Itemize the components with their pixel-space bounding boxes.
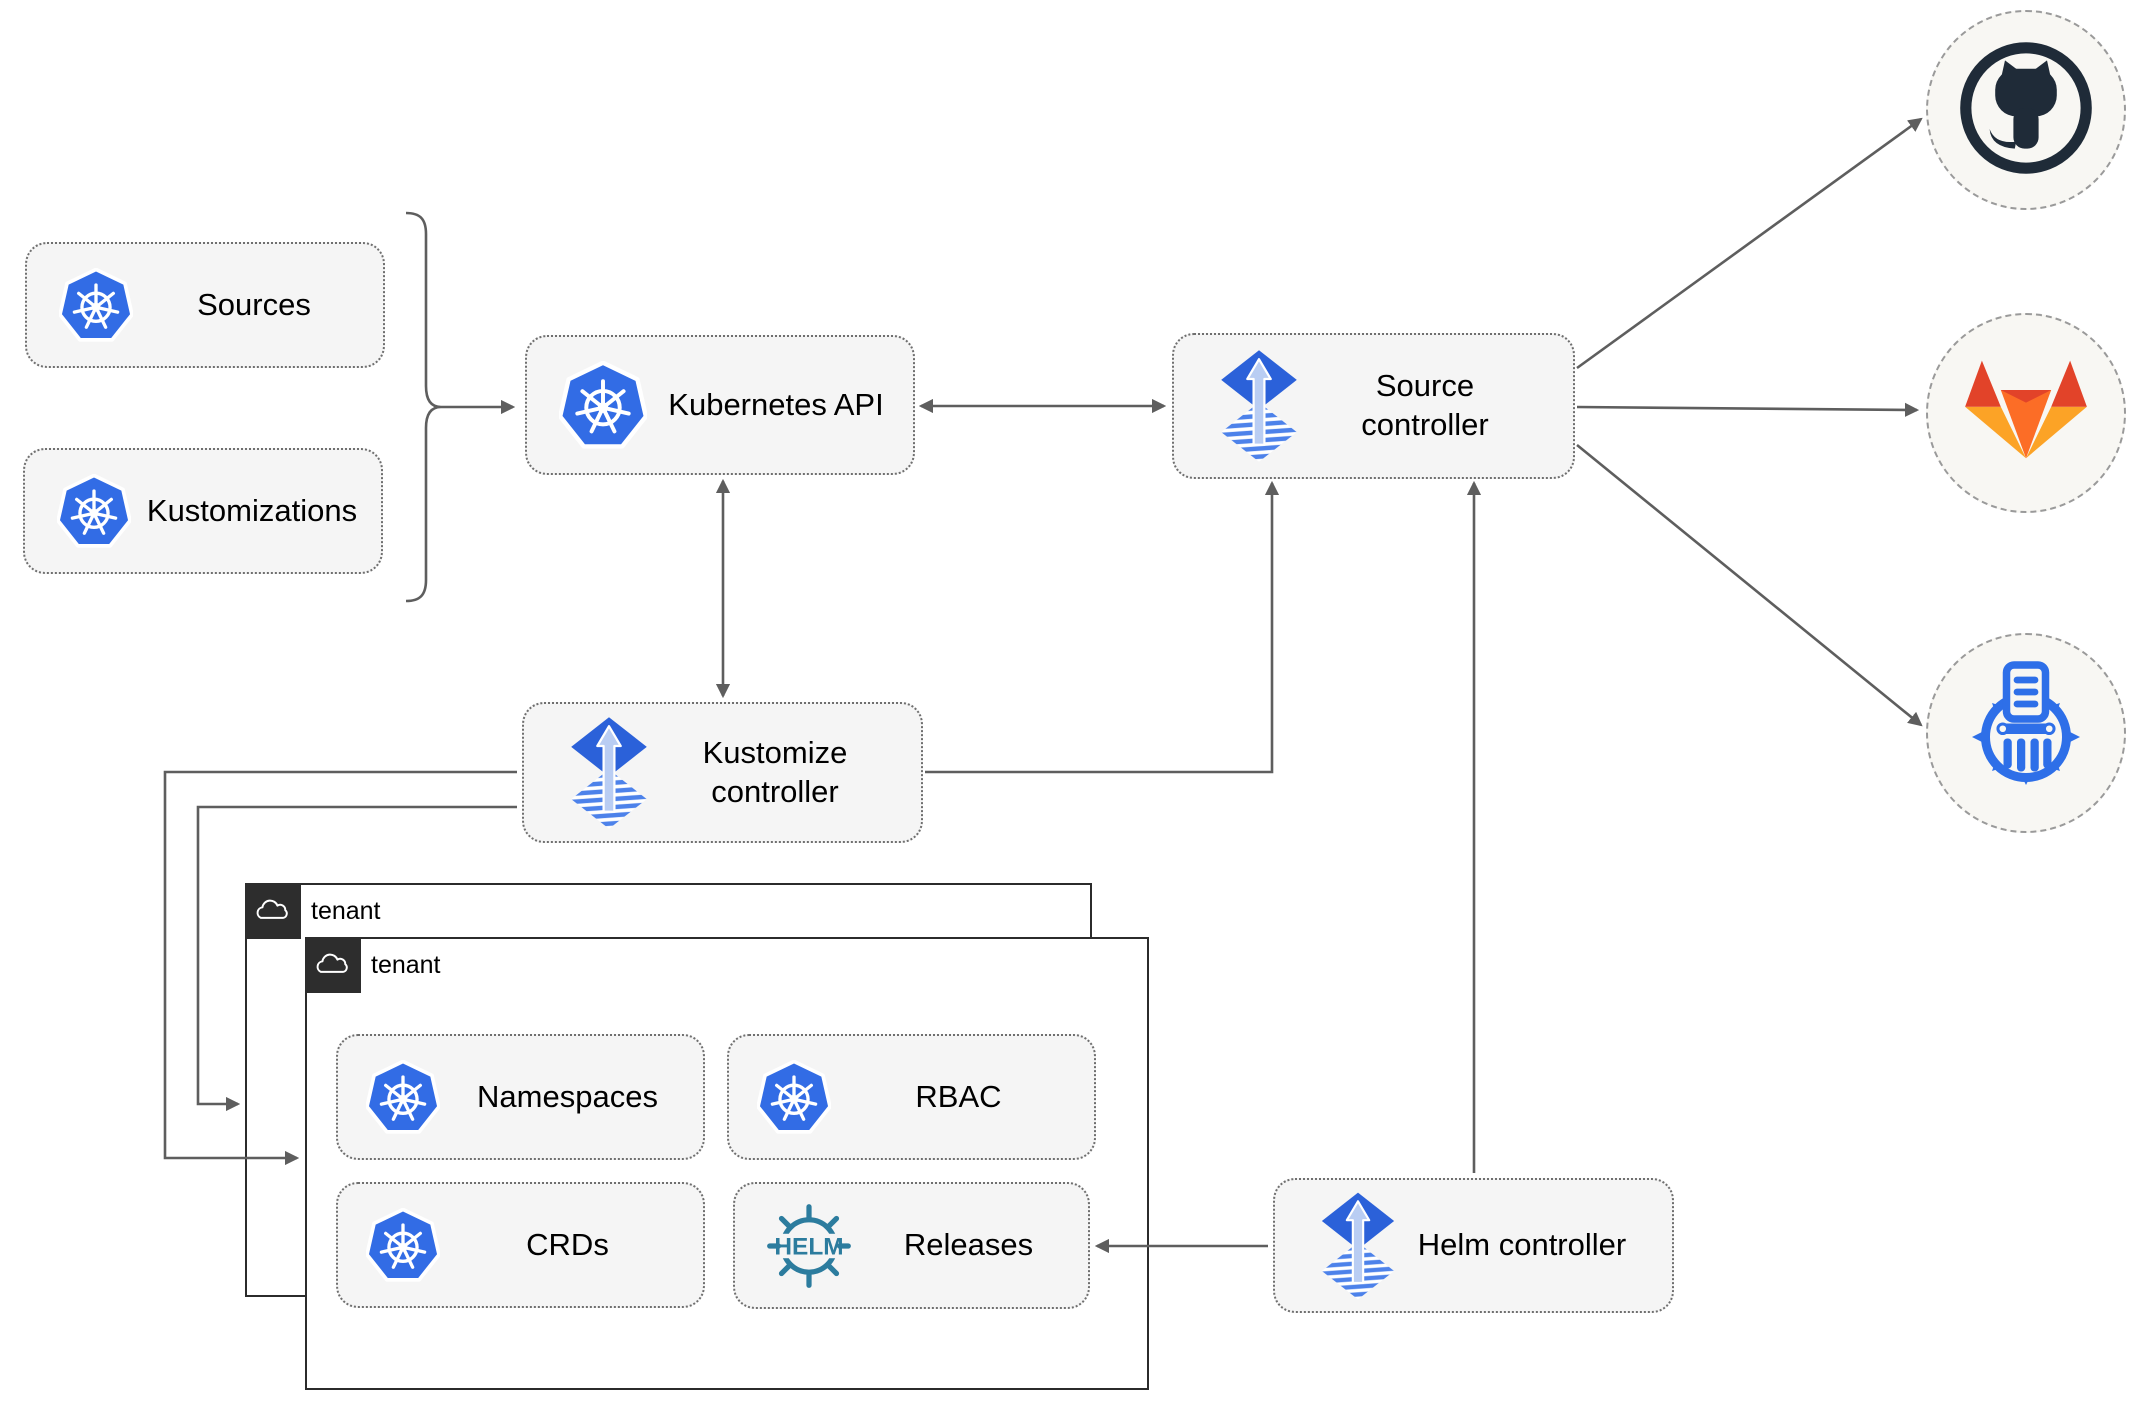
edge-sourcectrl-github	[1576, 117, 1923, 370]
tenant-inner-tab	[305, 937, 361, 993]
kubernetes-icon	[59, 268, 133, 342]
chartmuseum-icon	[1951, 656, 2101, 811]
sources-label: Sources	[197, 286, 311, 322]
tenant-outer-tab	[245, 883, 301, 939]
source-controller-label: Source controller	[1361, 368, 1489, 442]
cloud-icon	[313, 946, 353, 985]
releases-label: Releases	[903, 1227, 1034, 1263]
gitlab-icon	[1963, 358, 2089, 469]
releases-node: HELM Releases	[733, 1182, 1090, 1309]
cloud-icon	[253, 892, 293, 931]
kubernetes-icon	[757, 1060, 831, 1134]
bracket-sources-group	[405, 211, 442, 603]
helm-controller-node: Helm controller	[1273, 1178, 1674, 1313]
kustomizations-node: Kustomizations	[23, 448, 383, 574]
kustomizations-label: Kustomizations	[146, 492, 358, 528]
tenant-outer-label: tenant	[311, 896, 381, 925]
rbac-node: RBAC	[727, 1034, 1096, 1160]
chart-repository-endpoint	[1926, 633, 2126, 833]
kustomize-controller-label: Kustomize controller	[702, 734, 848, 809]
tenant-inner-group: tenant	[305, 937, 1149, 1390]
helm-logo-text: HELM	[774, 1233, 843, 1260]
crds-node: CRDs	[336, 1182, 705, 1308]
edge-kustomizectrl-sourcectrl	[925, 480, 1280, 774]
flux-icon	[564, 716, 654, 829]
source-controller-node: Source controller	[1172, 333, 1575, 479]
tenant-inner-label: tenant	[371, 950, 441, 979]
github-endpoint	[1926, 10, 2126, 210]
github-icon	[1956, 38, 2096, 183]
kubernetes-icon	[559, 361, 647, 449]
kubernetes-api-node: Kubernetes API	[525, 335, 915, 475]
crds-label: CRDs	[526, 1226, 609, 1262]
edge-sourcectrl-gitlab	[1576, 402, 1920, 418]
flux-icon	[1214, 350, 1304, 462]
rbac-label: RBAC	[915, 1078, 1002, 1114]
sources-node: Sources	[25, 242, 385, 368]
kubernetes-icon	[57, 474, 131, 548]
kustomize-controller-node: Kustomize controller	[522, 702, 923, 843]
helm-icon: HELM	[761, 1200, 857, 1292]
kubernetes-icon	[366, 1060, 440, 1134]
kubernetes-icon	[366, 1208, 440, 1282]
edge-sourcectrl-chartrepo	[1576, 443, 1923, 727]
namespaces-node: Namespaces	[336, 1034, 705, 1160]
helm-controller-label: Helm controller	[1417, 1227, 1627, 1263]
flux-icon	[1315, 1191, 1401, 1300]
gitlab-endpoint	[1926, 313, 2126, 513]
namespaces-label: Namespaces	[477, 1078, 658, 1114]
kubernetes-api-label: Kubernetes API	[668, 386, 884, 422]
